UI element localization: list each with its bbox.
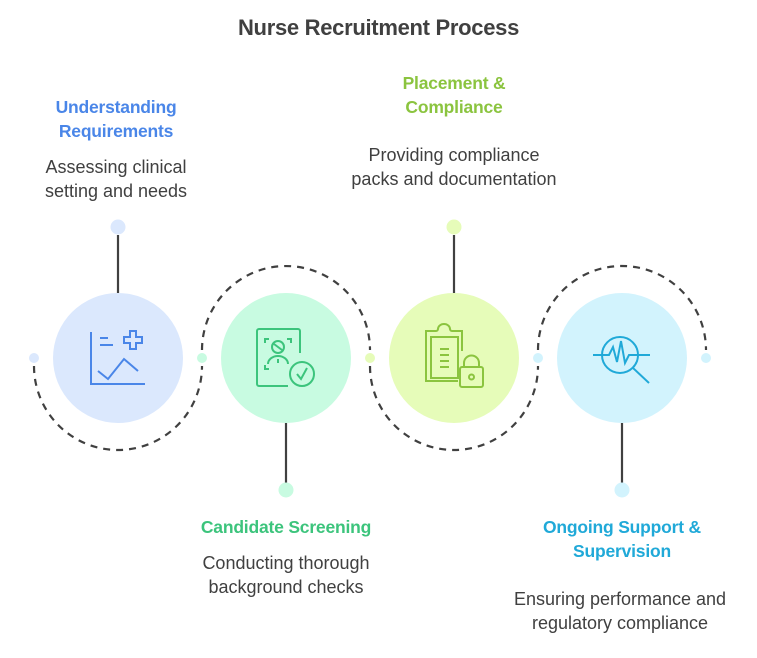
pulse-magnifier-icon (593, 336, 650, 384)
step-1-circle (53, 293, 183, 423)
step-2-description: Conducting thorough background checks (202, 553, 370, 597)
id-badge-check-icon (256, 328, 315, 387)
junction-dot-2 (197, 353, 207, 363)
connector-dot-3 (446, 219, 462, 235)
step-4-description: Ensuring performance and regulatory comp… (513, 589, 727, 633)
clipboard-lock-icon (425, 323, 484, 388)
junction-dot-5 (701, 353, 711, 363)
step-1-title: Understanding Requirements (55, 97, 177, 141)
dashed-arc-3 (368, 365, 540, 452)
connector-dot-2 (278, 482, 294, 498)
connector-dot-4 (614, 482, 630, 498)
dashed-arc-1 (32, 365, 204, 452)
junction-dot-3 (365, 353, 375, 363)
diagram-title: Nurse Recruitment Process (237, 15, 520, 40)
junction-dot-4 (533, 353, 543, 363)
step-1-description: Assessing clinical setting and needs (44, 157, 188, 201)
step-3-circle (389, 293, 519, 423)
dashed-arc-4 (536, 264, 708, 351)
junction-dot-1 (29, 353, 39, 363)
chart-medical-cross-icon (90, 330, 145, 385)
step-4-title: Ongoing Support & Supervision (543, 517, 701, 561)
step-2-title: Candidate Screening (200, 517, 372, 537)
step-4-circle (557, 293, 687, 423)
dashed-arc-2 (200, 264, 372, 351)
step-3-title: Placement & Compliance (402, 73, 506, 117)
connector-dot-1 (110, 219, 126, 235)
step-3-description: Providing compliance packs and documenta… (351, 145, 557, 189)
